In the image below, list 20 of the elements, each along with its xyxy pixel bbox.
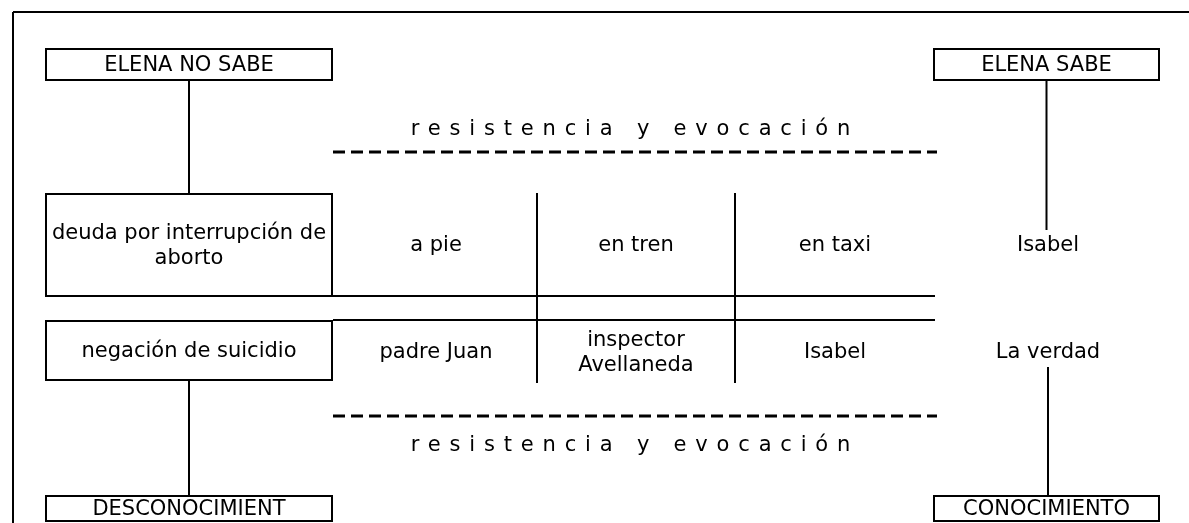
heading-box: ELENA SABE <box>933 48 1160 81</box>
heading-box: DESCONOCIMIENT <box>45 495 333 522</box>
connector-line <box>1045 80 1048 231</box>
table-text: padre Juan <box>378 338 494 366</box>
table-text: inspector Avellaneda <box>577 325 695 378</box>
table-text: en tren <box>597 231 675 259</box>
table-text: Isabel <box>802 338 868 366</box>
text-box: deuda por interrupción de aborto <box>45 193 333 297</box>
caption-text: resistencia y evocación <box>409 431 861 459</box>
connector-line <box>1047 366 1049 496</box>
heading-box: CONOCIMIENTO <box>933 495 1160 522</box>
connector-line <box>188 80 190 194</box>
table-text: a pie <box>409 231 463 259</box>
table-text: La verdad <box>986 337 1110 367</box>
heading-box: ELENA NO SABE <box>45 48 333 81</box>
table-text: en taxi <box>797 231 873 259</box>
text-box: negación de suicidio <box>45 320 333 381</box>
caption-text: resistencia y evocación <box>409 115 861 143</box>
table-text: Isabel <box>1000 230 1096 260</box>
connector-line <box>188 380 190 496</box>
